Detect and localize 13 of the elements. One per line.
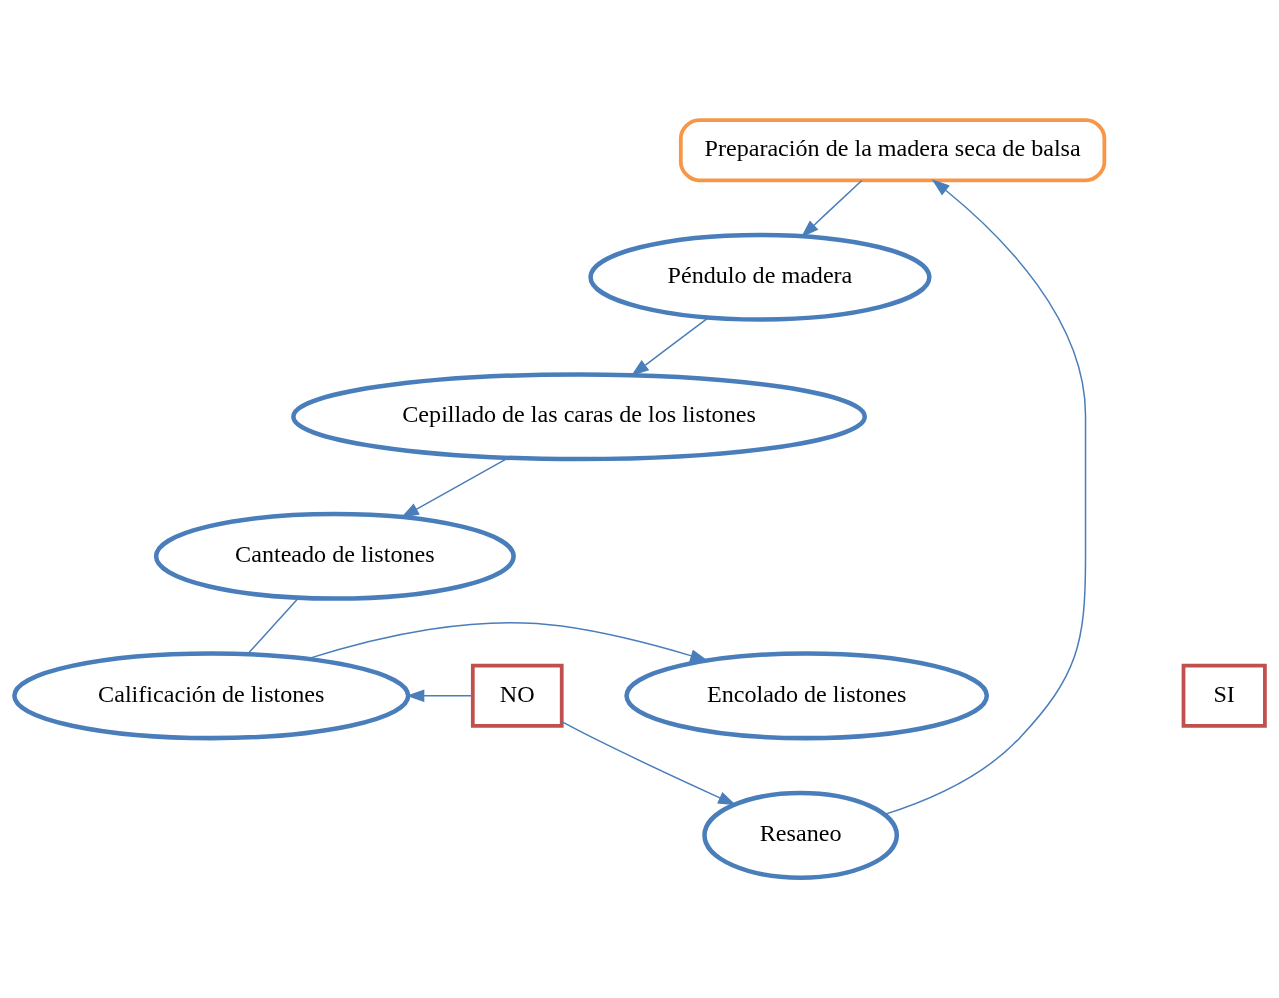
arrow <box>400 457 509 518</box>
arrow <box>630 317 709 377</box>
node-box: NO <box>470 663 564 728</box>
node-ellipse: Cepillado de las caras de los listones <box>291 372 867 462</box>
arrow <box>800 179 863 238</box>
connector <box>247 598 299 655</box>
node-box: SI <box>1181 663 1267 728</box>
arrow <box>561 720 737 806</box>
node-ellipse: Péndulo de madera <box>588 232 932 322</box>
arrow <box>884 179 1087 816</box>
node-ellipse: Calificación de listones <box>12 651 411 741</box>
node-box: Preparación de la madera seca de balsa <box>678 118 1107 183</box>
node-ellipse: Canteado de listones <box>153 511 516 601</box>
